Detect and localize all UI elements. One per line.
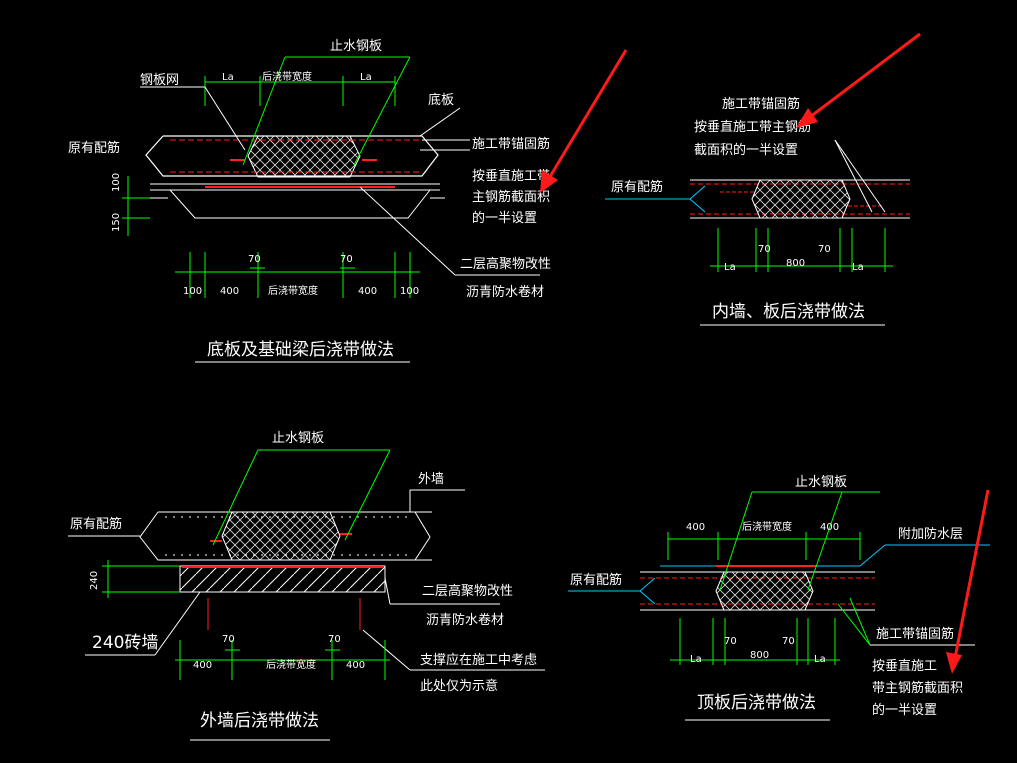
floor-dim-b4: 400 [358,286,377,297]
wall-title: 外墙后浇带做法 [200,711,319,731]
wall-membrane-1: 二层高聚物改性 [422,583,513,599]
inner-existing-label: 原有配筋 [611,179,663,195]
wall-dim-70-right: 70 [328,634,341,645]
floor-dim-100: 100 [111,173,122,192]
floor-title: 底板及基础梁后浇带做法 [207,340,394,360]
inner-anchor-label: 施工带锚固筋 [722,96,800,112]
wall-membrane-2: 沥青防水卷材 [426,612,504,628]
roof-dim-la-right: La [814,654,826,665]
annotation-arrows [540,32,990,674]
floor-dim-b2: 400 [220,286,239,297]
roof-dim-70-right: 70 [782,636,795,647]
roof-waterstop-label: 止水钢板 [795,475,847,490]
floor-dim-la-right: La [360,72,372,83]
floor-anchor-label: 施工带锚固筋 [472,136,550,152]
inner-anchor-note-2: 截面积的一半设置 [694,142,798,158]
red-arrow-3 [946,489,990,674]
roof-anchor-label: 施工带锚固筋 [876,626,954,642]
roof-dim-70-left: 70 [724,636,737,647]
roof-dim-la-left: La [690,654,702,665]
inner-dim-800: 800 [786,258,805,269]
roof-extra-layer-label: 附加防水层 [898,526,963,542]
roof-anchor-note-1: 按垂直施工 [872,659,937,674]
floor-membrane-1: 二层高聚物改性 [460,256,551,272]
wall-brick-label: 240砖墙 [92,633,158,653]
floor-anchor-note-2: 主钢筋截面积 [472,189,550,205]
floor-existing-label: 原有配筋 [68,140,120,156]
detail-roof: 止水钢板 400 后浇带宽度 400 附加防水层 原有配筋 施工带锚固筋 La … [568,475,990,721]
roof-anchor-note-2: 带主钢筋截面积 [872,680,963,696]
roof-dim-width: 后浇带宽度 [742,520,792,533]
floor-mesh-label: 钢板网 [140,73,179,88]
wall-exterior-label: 外墙 [418,472,444,487]
red-arrow-1 [540,49,628,193]
wall-existing-label: 原有配筋 [70,516,122,532]
wall-dim-70-left: 70 [222,634,235,645]
floor-dim-70-right: 70 [340,254,353,265]
floor-anchor-note-1: 按垂直施工带 [472,169,550,184]
floor-dim-b1: 100 [183,286,202,297]
inner-dim-70-right: 70 [818,244,831,255]
roof-dim-400-right: 400 [820,522,839,533]
floor-dim-70-left: 70 [248,254,261,265]
inner-dim-70-left: 70 [758,244,771,255]
floor-waterstop-label: 止水钢板 [330,39,382,54]
inner-anchor-note-1: 按垂直施工带主钢筋 [694,119,811,135]
roof-existing-label: 原有配筋 [570,572,622,588]
floor-dim-width: 后浇带宽度 [262,70,312,83]
floor-dim-la-left: La [222,72,234,83]
roof-dim-800: 800 [750,650,769,661]
detail-floor: 止水钢板 钢板网 La 后浇带宽度 La 底板 原有配筋 施工带锚固筋 按垂直施… [68,39,551,363]
wall-waterstop-label: 止水钢板 [272,431,324,446]
inner-dim-la-left: La [724,262,736,273]
wall-support-2: 此处仅为示意 [420,678,498,694]
wall-dim-b2: 后浇带宽度 [266,658,316,671]
detail-inner: 施工带锚固筋 按垂直施工带主钢筋 截面积的一半设置 原有配筋 La 70 800… [605,96,910,326]
wall-support-1: 支撑应在施工中考虑 [420,652,537,668]
floor-dim-b3: 后浇带宽度 [268,284,318,297]
roof-anchor-note-3: 的一半设置 [872,702,937,718]
wall-dim-240: 240 [89,571,100,590]
floor-membrane-2: 沥青防水卷材 [466,284,544,300]
red-arrow-2 [796,32,921,128]
floor-anchor-note-3: 的一半设置 [472,210,537,226]
roof-dim-400-left: 400 [686,522,705,533]
floor-dim-150: 150 [111,213,122,232]
wall-dim-b3: 400 [346,660,365,671]
inner-title: 内墙、板后浇带做法 [712,302,865,322]
inner-dim-la-right: La [852,262,864,273]
detail-wall: 止水钢板 外墙 原有配筋 240 二层高聚物改性 沥青防水卷材 240砖墙 70… [68,431,545,741]
wall-dim-b1: 400 [193,660,212,671]
floor-slab-label: 底板 [428,92,454,108]
floor-dim-b5: 100 [400,286,419,297]
roof-title: 顶板后浇带做法 [697,693,816,713]
